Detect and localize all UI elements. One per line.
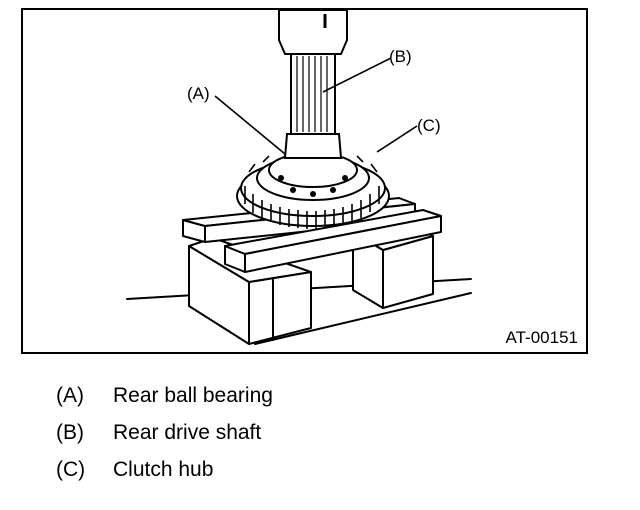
figure-frame: (A) (B) (C) AT-00151 (21, 8, 588, 354)
callout-c-label: (C) (417, 116, 441, 135)
figure-id: AT-00151 (505, 328, 578, 347)
legend-key: (C) (56, 458, 86, 481)
legend-text: Clutch hub (113, 458, 214, 481)
press-fit-illustration (126, 10, 472, 345)
callout-a-label: (A) (187, 84, 210, 103)
legend-text: Rear ball bearing (113, 384, 273, 407)
callout-b-label: (B) (389, 47, 412, 66)
legend-key: (A) (56, 384, 84, 407)
legend-text: Rear drive shaft (113, 421, 262, 444)
legend-key: (B) (56, 421, 84, 444)
